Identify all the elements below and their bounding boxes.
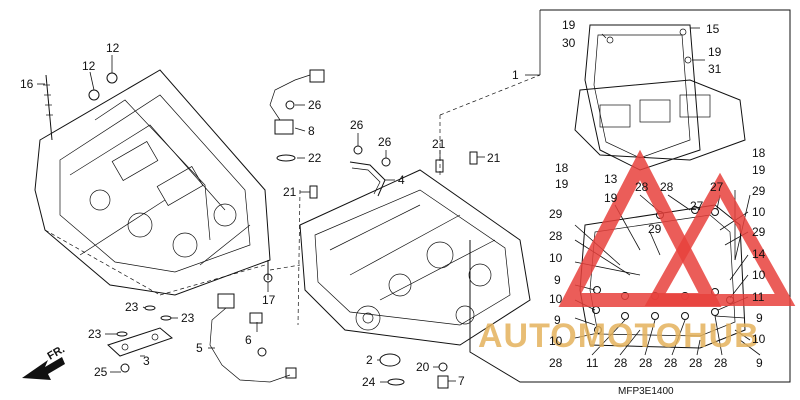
callout-label: 23 (125, 300, 139, 314)
callout-label: 21 (487, 151, 501, 165)
watermark-text: AUTOMOTOHUB (478, 317, 760, 355)
upper-crankcase (34, 69, 271, 296)
callout-label: 21 (283, 185, 297, 199)
callout-label: 28 (549, 229, 563, 243)
callout-label: 28 (635, 180, 649, 194)
callout-label: 14 (752, 247, 766, 261)
callout-label: 18 (555, 161, 569, 175)
assembly-frame (439, 9, 791, 383)
callout-label: 29 (752, 225, 766, 239)
callout-label: 21 (432, 137, 446, 151)
callout-label: 9 (554, 313, 561, 327)
callout-label: 27 (690, 199, 704, 213)
callout-label: 9 (554, 273, 561, 287)
speed-sensor (269, 69, 325, 162)
callout-label: 22 (308, 151, 322, 165)
callout-label: 19 (562, 18, 576, 32)
neutral-switch (433, 362, 456, 389)
callout-label: 28 (639, 356, 653, 370)
callout-label: 28 (714, 356, 728, 370)
callout-label: 19 (555, 177, 569, 191)
stud-bolt (37, 74, 53, 141)
callout-label: 15 (706, 22, 720, 36)
callout-label: 9 (756, 311, 763, 325)
callout-label: 3 (143, 354, 150, 368)
callout-label: 30 (562, 36, 576, 50)
callout-label: 11 (586, 356, 599, 370)
callout-label: 17 (262, 293, 276, 307)
callout-label: 28 (549, 356, 563, 370)
callout-label: 26 (308, 98, 322, 112)
harness-bracket (105, 305, 178, 373)
callout-label: 26 (350, 118, 364, 132)
callout-label: 10 (752, 205, 766, 219)
callout-label: 18 (752, 146, 766, 160)
front-direction-arrow: FR. (22, 343, 67, 380)
callout-labels: 12 12 16 26 8 22 26 26 4 21 21 21 17 23 … (20, 18, 766, 389)
callout-label: 4 (398, 173, 405, 187)
callout-label: 16 (20, 77, 34, 91)
callout-label: 28 (614, 356, 628, 370)
callout-label: 1 (512, 68, 519, 82)
callout-label: 8 (308, 124, 315, 138)
callout-label: 27 (710, 180, 724, 194)
callout-label: 23 (88, 327, 102, 341)
callout-label: 5 (196, 341, 203, 355)
lower-crankcase (269, 169, 531, 346)
automotohub-watermark: AUTOMOTOHUB (478, 149, 796, 355)
front-arrow-label: FR. (46, 343, 67, 362)
callout-label: 12 (82, 59, 96, 73)
callout-label: 2 (366, 353, 373, 367)
callout-label: 10 (549, 334, 563, 348)
callout-label: 20 (416, 360, 430, 374)
callout-label: 10 (752, 268, 766, 282)
drain-stud (263, 260, 273, 292)
callout-label: 10 (752, 332, 766, 346)
callout-label: 31 (708, 62, 722, 76)
callout-label: 25 (94, 365, 108, 379)
callout-label: 19 (752, 163, 766, 177)
callout-label: 12 (106, 41, 120, 55)
callout-label: 29 (648, 222, 662, 236)
dowel-pins (300, 150, 485, 199)
crank-sensor-harness (208, 189, 301, 383)
callout-label: 29 (752, 184, 766, 198)
callout-label: 19 (708, 45, 722, 59)
flange-bolts (88, 55, 118, 101)
callout-label: 28 (664, 356, 678, 370)
callout-label: 23 (181, 311, 195, 325)
callout-label: 11 (752, 290, 765, 304)
callout-label: 9 (756, 356, 763, 370)
callout-label: 13 (604, 172, 618, 186)
callout-label: 24 (362, 375, 376, 389)
callout-label: 10 (549, 251, 563, 265)
diagram-code: MFP3E1400 (618, 386, 674, 397)
callout-label: 29 (549, 207, 563, 221)
oil-filter-cover (377, 353, 405, 386)
callout-label: 6 (245, 333, 252, 347)
callout-label: 7 (458, 374, 465, 388)
callout-label: 19 (604, 191, 618, 205)
callout-label: 26 (378, 135, 392, 149)
callout-label: 10 (549, 292, 563, 306)
callout-label: 28 (660, 180, 674, 194)
callout-label: 28 (689, 356, 703, 370)
